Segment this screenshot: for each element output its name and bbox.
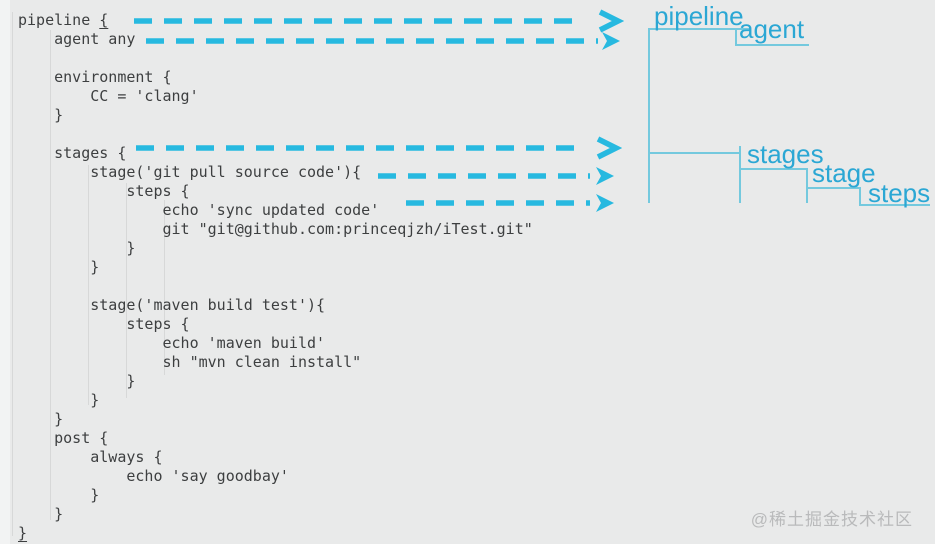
code-line: } (18, 372, 136, 390)
code-line (18, 277, 533, 296)
indent-guide (50, 30, 51, 520)
code-line: } (18, 391, 100, 409)
indent-guide (126, 183, 127, 398)
tree-vertical-steps (859, 187, 861, 206)
code-line-closing-brace: } (18, 524, 28, 542)
code-line: echo 'say goodbay' (18, 467, 289, 485)
tree-underline-steps (859, 204, 930, 206)
code-line: echo 'sync updated code' (18, 201, 380, 219)
dashed-arrow-stage-icon (378, 167, 614, 185)
code-line: post { (18, 429, 109, 447)
code-text: pipeline (18, 11, 100, 29)
tree-underline-stage (806, 187, 861, 189)
editor-gutter (0, 0, 10, 544)
tree-underline-agent (735, 44, 809, 46)
matched-brace: { (99, 11, 109, 29)
tree-label-stages: stages (747, 139, 824, 169)
watermark-text: @稀土掘金技术社区 (750, 510, 913, 529)
code-line: git "git@github.com:princeqjzh/iTest.git… (18, 220, 533, 238)
code-line: stage('maven build test'){ (18, 296, 326, 314)
code-line: always { (18, 448, 163, 466)
code-line: agent any (18, 30, 136, 48)
dashed-arrow-pipeline-icon (134, 9, 624, 33)
code-line: } (18, 239, 136, 257)
indent-guide (88, 165, 89, 405)
tree-vertical-stages (739, 146, 741, 203)
code-line: } (18, 410, 64, 428)
tree-label-steps: steps (868, 178, 931, 208)
indent-guide (12, 12, 13, 536)
indent-guide (164, 200, 165, 375)
dashed-arrow-steps-icon (406, 194, 614, 212)
tree-label-stage: stage (812, 158, 876, 188)
code-line: steps { (18, 315, 190, 333)
tree-underline-pipeline (648, 28, 749, 30)
code-line: } (18, 486, 100, 504)
code-line: CC = 'clang' (18, 87, 199, 105)
dashed-arrow-agent-icon (146, 32, 620, 50)
code-line: stages { (18, 144, 127, 162)
code-line: stage('git pull source code'){ (18, 163, 362, 181)
tree-underline-stages (739, 168, 808, 170)
tree-label-agent: agent (739, 14, 805, 44)
tree-vertical-main (648, 28, 650, 203)
code-line: sh "mvn clean install" (18, 353, 362, 371)
code-line: } (18, 505, 64, 523)
code-line: } (18, 106, 64, 124)
dashed-arrow-stages-icon (136, 136, 622, 160)
code-line: echo 'maven build' (18, 334, 326, 352)
tree-branch-stages (649, 152, 740, 154)
code-block: pipeline { agent any environment { CC = … (18, 11, 533, 543)
tree-connector-agent (735, 29, 737, 45)
code-line: pipeline { (18, 11, 533, 30)
tree-vertical-stage (806, 168, 808, 203)
code-line: steps { (18, 182, 190, 200)
code-line: environment { (18, 68, 172, 86)
tree-label-pipeline: pipeline (654, 1, 744, 31)
code-line: } (18, 258, 100, 276)
